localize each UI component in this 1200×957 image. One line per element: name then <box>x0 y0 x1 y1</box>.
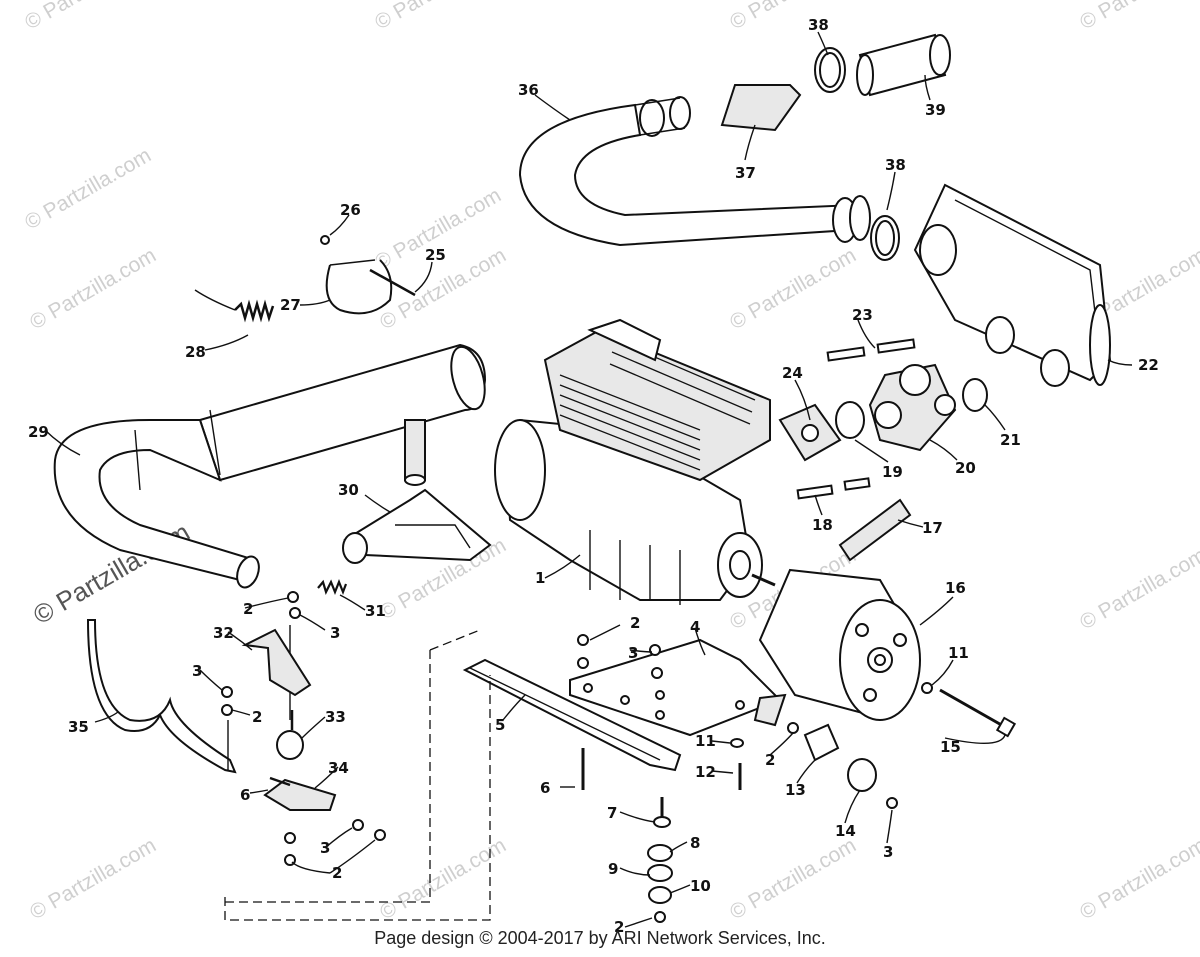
fastener-group <box>577 634 744 790</box>
callout-3: 3 <box>320 839 330 857</box>
callout-25: 25 <box>425 246 446 264</box>
engine-plate-part <box>569 638 787 737</box>
callout-17: 17 <box>922 519 943 537</box>
callout-35: 35 <box>68 718 89 736</box>
callout-8: 8 <box>690 834 700 852</box>
callout-21: 21 <box>1000 431 1021 449</box>
watermark: © Partzilla.com <box>1076 834 1200 925</box>
watermark: © Partzilla.com <box>726 244 860 335</box>
callout-34: 34 <box>328 759 349 777</box>
callout-6: 6 <box>540 779 550 797</box>
callout-2: 2 <box>765 751 775 769</box>
callout-10: 10 <box>690 877 711 895</box>
intake-hose-part <box>518 96 871 247</box>
callout-18: 18 <box>812 516 833 534</box>
callout-20: 20 <box>955 459 976 477</box>
callout-3: 3 <box>192 662 202 680</box>
mount-stack-part <box>647 797 673 923</box>
page-footer: Page design © 2004-2017 by ARI Network S… <box>374 928 826 948</box>
callout-3: 3 <box>330 624 340 642</box>
callout-27: 27 <box>280 296 301 314</box>
mount-part <box>276 710 304 760</box>
callout-22: 22 <box>1138 356 1159 374</box>
pin-part <box>796 477 871 500</box>
callout-labels: 38 39 36 37 38 26 25 27 28 29 23 22 24 2… <box>28 16 1159 936</box>
watermark: © Partzilla.com <box>1076 0 1200 34</box>
clamp-part <box>835 401 865 439</box>
callout-2: 2 <box>614 918 624 936</box>
watermark: © Partzilla.com <box>726 834 860 925</box>
callout-29: 29 <box>28 423 49 441</box>
bracket-part <box>241 628 312 697</box>
callout-6: 6 <box>240 786 250 804</box>
callout-38: 38 <box>885 156 906 174</box>
callout-39: 39 <box>925 101 946 119</box>
watermark: © Partzilla.com <box>371 0 505 34</box>
fastener-group <box>221 686 386 866</box>
callout-12: 12 <box>695 763 716 781</box>
callout-14: 14 <box>835 822 856 840</box>
callout-33: 33 <box>325 708 346 726</box>
engine-mount-part <box>787 722 898 809</box>
spring-part <box>317 579 348 596</box>
callout-11: 11 <box>695 732 716 750</box>
bracket-part <box>263 778 337 811</box>
callout-24: 24 <box>782 364 803 382</box>
hose-clamp-part <box>870 215 900 261</box>
callout-2: 2 <box>243 600 253 618</box>
callout-2: 2 <box>252 708 262 726</box>
callout-3: 3 <box>628 644 638 662</box>
watermark: © Partzilla.com <box>726 0 860 34</box>
watermark: © Partzilla.com <box>26 244 160 335</box>
air-box-part <box>913 183 1112 387</box>
watermark: © Partzilla.com <box>26 834 160 925</box>
callout-13: 13 <box>785 781 806 799</box>
bracket-part <box>720 84 802 132</box>
callout-15: 15 <box>940 738 961 756</box>
watermark: © Partzilla.com <box>21 0 155 34</box>
watermark: © Partzilla.com <box>1076 544 1200 635</box>
carburetor-part <box>868 363 957 452</box>
callout-37: 37 <box>735 164 756 182</box>
hose-clamp-part <box>814 47 846 93</box>
tube-part <box>856 33 951 97</box>
callout-30: 30 <box>338 481 359 499</box>
callout-9: 9 <box>608 860 618 878</box>
callout-4: 4 <box>690 618 700 636</box>
drive-belt-part <box>838 498 912 562</box>
callout-2: 2 <box>332 864 342 882</box>
callout-3: 3 <box>883 843 893 861</box>
watermark: © Partzilla.com <box>21 144 155 235</box>
callout-31: 31 <box>365 602 386 620</box>
assembly-boundary <box>429 629 481 651</box>
callout-11: 11 <box>948 644 969 662</box>
callout-2: 2 <box>630 614 640 632</box>
callout-26: 26 <box>340 201 361 219</box>
assembly-boundary <box>224 650 491 921</box>
exhaust-hanger-part <box>86 619 237 774</box>
callout-23: 23 <box>852 306 873 324</box>
callout-38: 38 <box>808 16 829 34</box>
rail-part <box>462 658 682 772</box>
callout-32: 32 <box>213 624 234 642</box>
callout-28: 28 <box>185 343 206 361</box>
clamp-part <box>320 235 416 315</box>
pin-part <box>826 338 916 362</box>
callout-1: 1 <box>535 569 545 587</box>
engine-part <box>494 318 776 605</box>
leader-lines <box>44 31 1133 928</box>
callout-5: 5 <box>495 716 505 734</box>
exhaust-manifold-part <box>342 488 492 564</box>
callout-36: 36 <box>518 81 539 99</box>
clutch-bolt-part <box>921 682 1017 738</box>
callout-7: 7 <box>607 804 617 822</box>
exhaust-pipe-part <box>53 343 487 589</box>
spring-part <box>194 289 275 323</box>
clamp-part <box>962 378 988 412</box>
callout-16: 16 <box>945 579 966 597</box>
drive-clutch-part <box>758 568 921 721</box>
callout-19: 19 <box>882 463 903 481</box>
